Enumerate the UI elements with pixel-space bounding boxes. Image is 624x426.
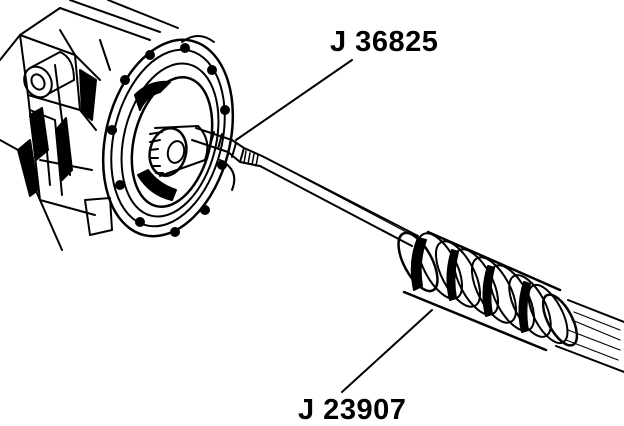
leader-line-bottom	[341, 309, 433, 393]
callout-label-j36825: J 36825	[330, 26, 439, 58]
transmission-housing	[0, 0, 179, 251]
callout-label-j23907: J 23907	[298, 394, 407, 426]
leader-line-top	[235, 59, 353, 141]
tool-j23907	[397, 230, 579, 352]
vent-tube	[23, 51, 75, 99]
slide-hammer-handle	[555, 299, 624, 373]
tool-j36825	[191, 127, 419, 247]
input-shaft	[148, 125, 209, 177]
